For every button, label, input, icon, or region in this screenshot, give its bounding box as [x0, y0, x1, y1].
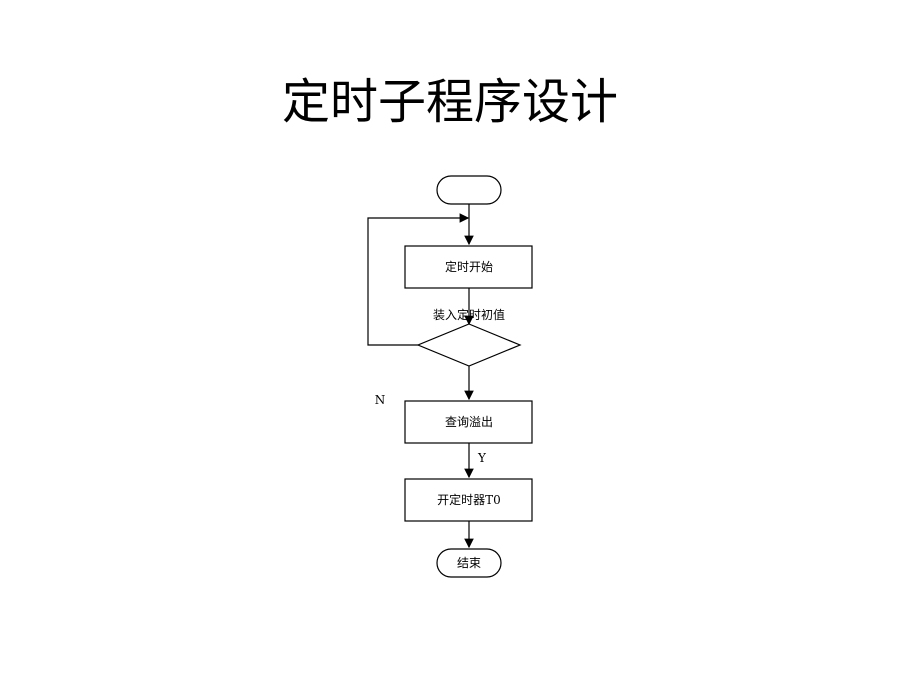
start-terminal	[436, 175, 502, 205]
loop-back-arrow	[367, 213, 470, 346]
end-label: 结束	[457, 556, 481, 570]
page-title: 定时子程序设计	[281, 74, 618, 130]
yes-label: Y	[477, 451, 487, 465]
decision-diamond	[416, 323, 522, 367]
step1-label: 定时开始	[445, 259, 493, 274]
end-terminal	[436, 548, 502, 578]
process-box-start-t0	[404, 478, 533, 522]
no-label: N	[375, 393, 386, 407]
decision-label: 查询溢出	[445, 415, 493, 429]
step2-label: 装入定时初值	[433, 307, 505, 322]
process-box-timer-start	[404, 245, 533, 289]
process-box-check	[404, 400, 533, 444]
step4-label: 开定时器T0	[437, 492, 501, 507]
